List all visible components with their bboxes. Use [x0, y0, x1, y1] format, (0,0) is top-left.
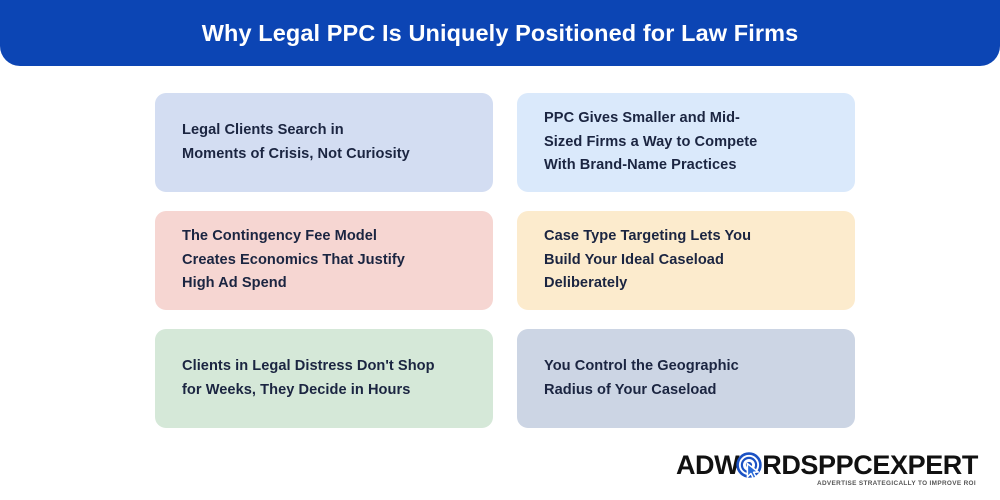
- page-title: Why Legal PPC Is Uniquely Positioned for…: [201, 19, 799, 46]
- card-text: You Control the Geographic Radius of You…: [544, 357, 739, 398]
- card-clients-decide-in-hours[interactable]: Clients in Legal Distress Don't Shop for…: [155, 329, 493, 428]
- benefit-cards-grid: Legal Clients Search in Moments of Crisi…: [155, 93, 855, 428]
- card-text: Legal Clients Search in Moments of Crisi…: [182, 121, 410, 162]
- logo-text-rds: RDS: [762, 450, 819, 480]
- card-text: PPC Gives Smaller and Mid- Sized Firms a…: [544, 110, 758, 174]
- logo-text-ppcexpert: PPCEXPERT: [818, 450, 978, 480]
- brand-logo[interactable]: ADW RDS PPCEXPERT ADVERTISE STRATEGICALL…: [675, 450, 978, 488]
- card-case-type-targeting[interactable]: Case Type Targeting Lets You Build Your …: [517, 211, 855, 310]
- card-text: The Contingency Fee Model Creates Econom…: [182, 228, 405, 292]
- logo-wordmark: ADW RDS PPCEXPERT: [675, 450, 978, 480]
- card-ppc-smaller-mid-sized-firms[interactable]: PPC Gives Smaller and Mid- Sized Firms a…: [517, 93, 855, 192]
- card-text: Case Type Targeting Lets You Build Your …: [544, 228, 752, 292]
- card-contingency-fee-model[interactable]: The Contingency Fee Model Creates Econom…: [155, 211, 493, 310]
- target-bullseye-icon: [736, 452, 763, 480]
- header-banner: Why Legal PPC Is Uniquely Positioned for…: [0, 0, 1000, 66]
- card-text: Clients in Legal Distress Don't Shop for…: [182, 357, 435, 398]
- logo-tagline: ADVERTISE STRATEGICALLY TO IMPROVE ROI: [817, 480, 976, 487]
- logo-text-adw: ADW: [675, 450, 740, 480]
- card-geographic-radius-control[interactable]: You Control the Geographic Radius of You…: [517, 329, 855, 428]
- card-legal-clients-search-crisis[interactable]: Legal Clients Search in Moments of Crisi…: [155, 93, 493, 192]
